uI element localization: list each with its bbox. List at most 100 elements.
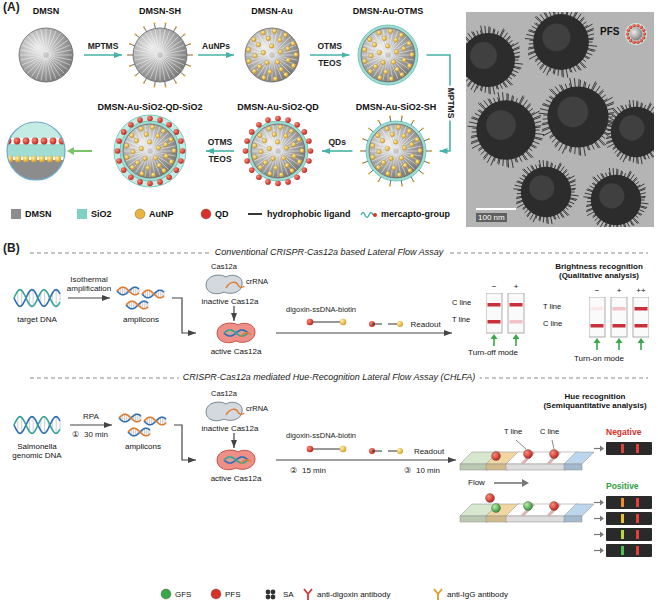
illustration-circle: [271, 590, 276, 595]
illustration-circle: [378, 75, 383, 80]
stage-illustration: [466, 12, 654, 227]
illustration-circle: [428, 162, 430, 164]
illustration-circle: [47, 156, 53, 162]
stage-illustration: [358, 113, 434, 189]
illustration-line: [133, 428, 134, 436]
illustration-circle: [266, 590, 271, 595]
illustration-path: [506, 516, 566, 522]
illustration-g: [625, 23, 647, 45]
illustration-rect: [486, 293, 502, 333]
legend-text: QD: [215, 209, 229, 219]
illustration-line: [144, 28, 146, 32]
illustration-line: [272, 58, 273, 81]
illustration-line: [185, 44, 189, 46]
section-title: Conventional CRISPR-Cas12a based Lateral…: [211, 247, 447, 257]
illustration-path: [600, 500, 604, 506]
illustration-circle: [283, 33, 288, 38]
node-text: Turn-off mode: [452, 348, 534, 357]
node-text: Cas12a: [202, 390, 246, 399]
illustration-circle: [521, 167, 571, 217]
illustration-circle: [129, 43, 131, 45]
illustration-circle: [173, 129, 179, 135]
cas12a-active: active Cas12a: [196, 448, 276, 483]
illustration-line: [388, 29, 389, 52]
illustration-line: [596, 342, 598, 350]
illustration-line: [126, 414, 127, 421]
illustration-circle: [636, 40, 640, 44]
illustration-circle: [362, 162, 364, 164]
arrow-label: Readout: [408, 320, 442, 329]
legend-swatch: [76, 208, 88, 220]
illustration-line: [372, 324, 382, 325]
illustration-line: [124, 414, 125, 422]
illustration-circle: [281, 156, 286, 161]
stage-illustration: [240, 113, 316, 189]
illustration-line: [144, 78, 146, 82]
illustration-circle: [275, 116, 281, 122]
illustration-circle: [116, 138, 122, 144]
illustration-circle: [373, 213, 377, 217]
illustration-circle: [389, 156, 394, 161]
illustration-line: [396, 154, 397, 177]
illustration-circle: [143, 26, 145, 28]
illustration-line: [278, 154, 279, 177]
illustration-circle: [23, 138, 30, 145]
illustration-circle: [140, 171, 145, 176]
illustration-circle: [306, 158, 312, 164]
illustration-circle: [137, 179, 143, 185]
illustration-circle: [275, 140, 280, 145]
flow-arrow: [70, 424, 112, 425]
node-text: DMSN-SH: [122, 6, 198, 16]
illustration-circle: [144, 132, 149, 137]
illustration-circle: [261, 30, 266, 35]
illustration-line: [379, 121, 381, 125]
illustration-circle: [211, 589, 221, 599]
illustration-circle: [632, 24, 636, 28]
illustration-circle: [259, 149, 264, 154]
illustration-circle: [284, 146, 289, 151]
illustration-circle: [393, 140, 398, 145]
illustration-line: [149, 417, 150, 425]
legend-text: AuNP: [149, 209, 174, 219]
illustration-path: [513, 334, 520, 339]
illustration-path: [240, 460, 251, 464]
node-text: C line: [543, 320, 562, 329]
illustration-line: [147, 290, 148, 298]
illustration-line: [49, 55, 72, 56]
illustration-path: [304, 589, 312, 600]
illustration-line: [135, 287, 136, 295]
illustration-circle: [401, 46, 406, 51]
illustration-circle: [262, 138, 267, 143]
illustration-circle: [385, 146, 390, 151]
illustration-line: [122, 287, 123, 295]
illustration-circle: [269, 44, 274, 49]
illustration-circle: [291, 41, 296, 46]
illustration-circle: [161, 589, 171, 599]
illustration-circle: [137, 117, 143, 123]
illustration-circle: [297, 137, 302, 142]
illustration-line: [379, 177, 381, 181]
illustration-circle: [407, 63, 412, 68]
illustration-circle: [385, 126, 390, 131]
node-text: active Cas12a: [196, 347, 276, 356]
node-text: target DNA: [6, 315, 68, 324]
illustration-rect: [621, 514, 624, 523]
illustration-rect: [636, 444, 639, 453]
illustration-line: [73, 150, 92, 152]
illustration-circle: [263, 160, 268, 165]
illustration-circle: [292, 154, 297, 159]
legend-text: GFS: [175, 590, 191, 599]
illustration-circle: [278, 125, 283, 130]
illustration-circle: [189, 65, 191, 67]
illustration-circle: [156, 134, 161, 139]
illustration-circle: [157, 179, 163, 185]
illustration-path: [638, 338, 645, 343]
illustration-circle: [626, 32, 630, 36]
illustration-circle: [389, 184, 391, 186]
illustration-circle: [275, 181, 281, 187]
illustration-circle: [278, 38, 283, 43]
illustration-path: [117, 287, 139, 295]
annotation: ①: [72, 430, 79, 439]
illustration-line: [174, 28, 176, 32]
